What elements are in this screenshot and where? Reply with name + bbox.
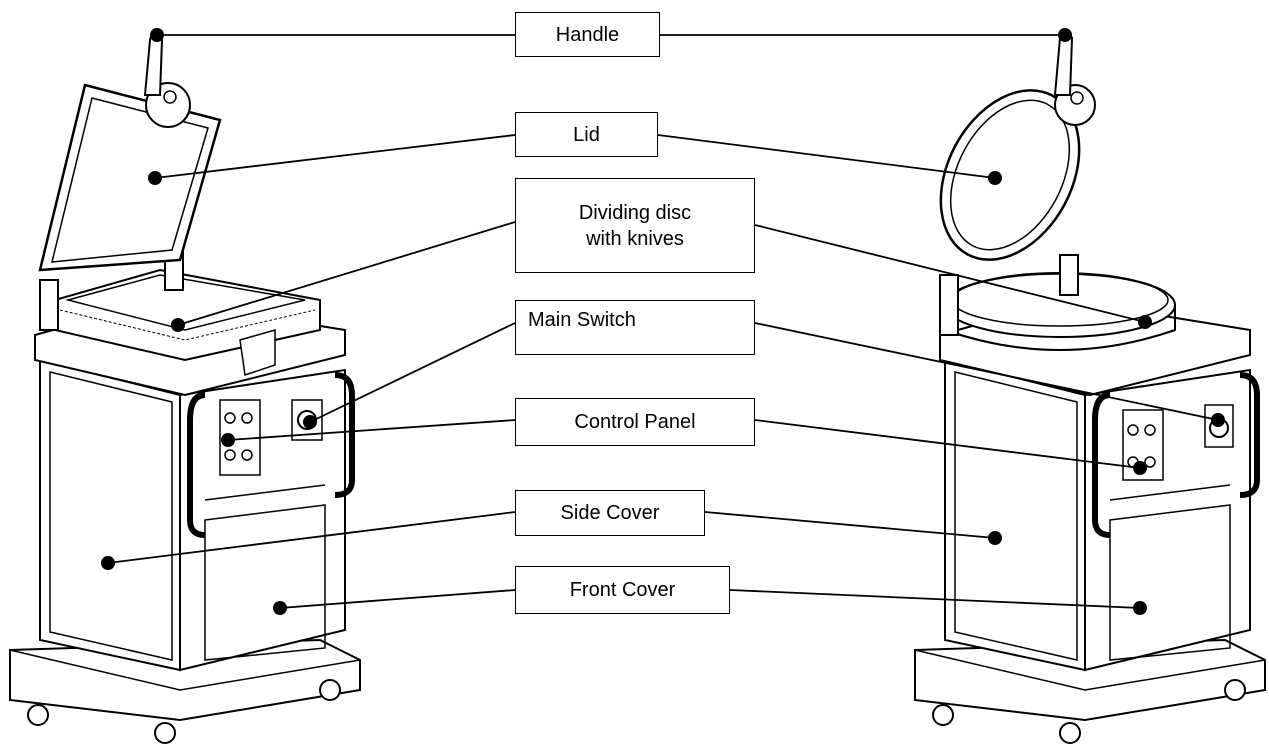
left-machine [10, 30, 360, 743]
label-dividing-disc: Dividing disc with knives [515, 178, 755, 273]
label-lid: Lid [515, 112, 658, 157]
left-lid-shape [38, 83, 222, 272]
label-side-cover: Side Cover [515, 490, 705, 536]
label-dividing-disc-line1: Dividing disc [578, 201, 692, 224]
label-main-switch: Main Switch [515, 300, 755, 355]
label-handle: Handle [515, 12, 660, 57]
label-front-cover: Front Cover [515, 566, 730, 614]
leader-lines [107, 34, 1219, 609]
label-control-panel-text: Control Panel [574, 411, 696, 433]
label-main-switch-text: Main Switch [528, 309, 636, 331]
label-handle-text: Handle [555, 23, 620, 46]
label-side-cover-text: Side Cover [560, 502, 660, 524]
right-machine [913, 28, 1265, 743]
label-lid-text: Lid [573, 123, 600, 146]
pointer-dots [101, 28, 1225, 615]
label-dividing-disc-line2: with knives [586, 227, 684, 250]
label-front-cover-text: Front Cover [569, 579, 676, 601]
label-control-panel: Control Panel [515, 398, 755, 446]
